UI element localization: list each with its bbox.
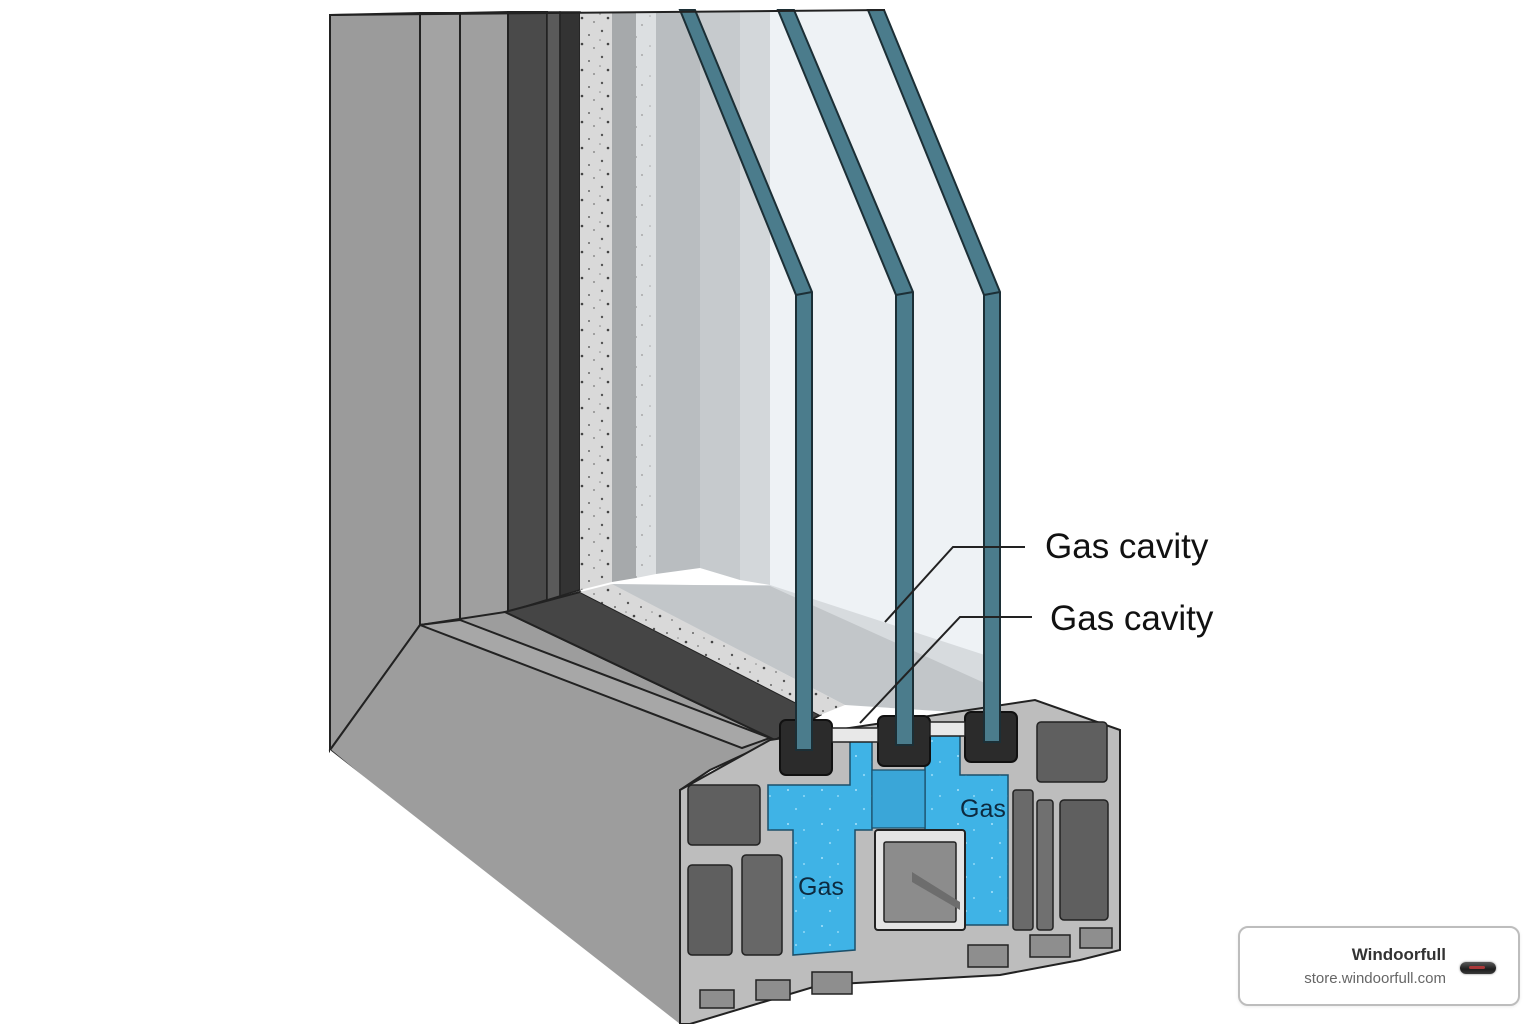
callout-leaders [859, 546, 1032, 724]
attribution-title: Windoorfull [1351, 945, 1446, 964]
spacer-1 [831, 727, 879, 743]
profile-foot [1029, 934, 1071, 958]
gas-chamber-left [767, 729, 873, 956]
attribution-badge[interactable]: Windoorfull store.windoorfull.com [1238, 926, 1520, 1006]
reinforcement-rib [912, 872, 960, 910]
sill-front-face [330, 750, 680, 1024]
jamb-band-3 [459, 10, 509, 622]
top-edge [329, 9, 886, 16]
spacer-2 [929, 721, 966, 737]
glass-pane-3-edge [983, 291, 1001, 296]
profile-chamber-right-top [1036, 721, 1108, 783]
jamb-inner-bevel-2 [700, 12, 740, 580]
callout-label-gas-cavity-1: Gas cavity [1045, 527, 1209, 566]
profile-chamber-left-mid [687, 864, 733, 956]
jamb-band-2 [419, 12, 461, 627]
profile-feet [699, 927, 1113, 1009]
profile-chamber-right-mid [1059, 799, 1109, 921]
profile-chamber-right-narrow-2 [1036, 799, 1054, 931]
jamb-inner-strip [612, 12, 636, 582]
jamb-dark-seal-3 [559, 11, 581, 598]
attribution-url[interactable]: store.windoorfull.com [1304, 970, 1446, 987]
profile-foot [699, 989, 735, 1009]
profile-section [679, 698, 1121, 1024]
leader-line-1 [884, 546, 1025, 623]
section-label-gas-left: Gas [798, 873, 844, 901]
jamb-dark-seal-2 [546, 11, 561, 602]
leader-line-2 [859, 616, 1032, 724]
jamb-dark-seal [507, 11, 548, 614]
glass-panes [678, 9, 1001, 751]
profile-chamber-left-top [687, 784, 761, 846]
jamb-foam-insulation [580, 12, 612, 590]
jamb-outer-face [329, 11, 421, 754]
jamb-inner-light-foam [636, 12, 656, 578]
profile-foot [755, 979, 791, 1001]
profile-foot [967, 944, 1009, 968]
profile-foot [1079, 927, 1113, 949]
sill-foam [580, 584, 845, 715]
jamb-inner-bevel [656, 12, 700, 574]
glass-pane-2-edge [895, 291, 914, 296]
callout-label-gas-cavity-2: Gas cavity [1050, 599, 1214, 638]
section-label-gas-right: Gas [960, 795, 1006, 823]
gas-chamber-bridge [871, 769, 926, 829]
profile-foot [811, 971, 853, 995]
glass-pane-1-edge [795, 291, 813, 296]
windoorfull-logo-icon [1460, 962, 1496, 974]
profile-chamber-left-mid-2 [741, 854, 783, 956]
jamb-inner-bevel-3 [740, 12, 770, 585]
profile-chamber-right-narrow [1012, 789, 1034, 931]
